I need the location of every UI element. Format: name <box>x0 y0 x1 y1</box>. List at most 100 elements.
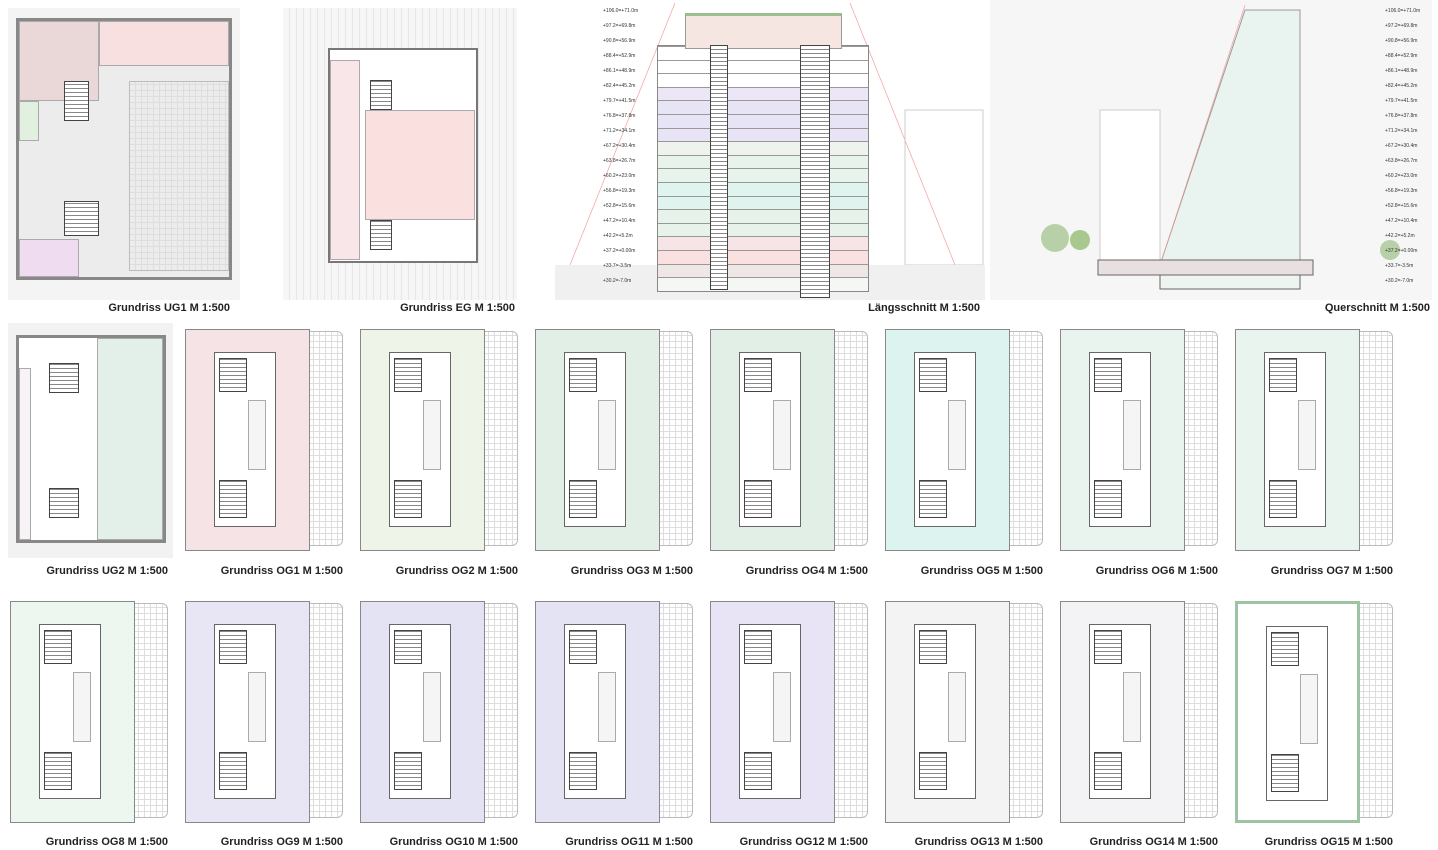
level-label: +56.8=+19.3m <box>603 188 636 194</box>
section-floor <box>658 127 868 142</box>
core <box>569 752 597 790</box>
atrium <box>248 672 266 742</box>
level-label: +37.2=+0.00m <box>603 248 636 254</box>
core <box>219 358 247 392</box>
section-floor <box>658 154 868 169</box>
level-label: +63.8=+26.7m <box>603 158 636 164</box>
cross-section-drawing <box>1041 4 1400 290</box>
plan-og8 <box>8 595 173 830</box>
atrium <box>1298 400 1316 470</box>
caption-og14: Grundriss OG14 M 1:500 <box>1089 836 1218 848</box>
floor-outline <box>1235 601 1360 823</box>
floor-outline <box>885 601 1010 823</box>
section-floor <box>658 182 868 196</box>
level-label: +42.2=+5.2m <box>1385 233 1415 239</box>
level-label: +60.2=+23.0m <box>1385 173 1418 179</box>
level-label: +82.4=+45.2m <box>603 83 636 89</box>
level-label: +88.4=+52.9m <box>603 53 636 59</box>
level-label: +106.0=+71.0m <box>1385 8 1421 14</box>
core <box>1269 358 1297 392</box>
core <box>919 752 947 790</box>
atrium <box>1123 400 1141 470</box>
section-floor <box>658 263 868 278</box>
section-floor <box>658 209 868 223</box>
room-area <box>19 368 31 540</box>
caption-og3: Grundriss OG3 M 1:500 <box>570 565 693 577</box>
level-label: +76.8=+37.8m <box>1385 113 1418 119</box>
core <box>569 630 597 664</box>
floor-outline <box>710 329 835 551</box>
plan-og14 <box>1058 595 1223 830</box>
floor-outline <box>885 329 1010 551</box>
atrium <box>1123 672 1141 742</box>
level-label: +30.2=-7.0m <box>603 278 632 284</box>
floor-outline <box>710 601 835 823</box>
section-floor <box>658 73 868 87</box>
caption-og12: Grundriss OG12 M 1:500 <box>739 836 868 848</box>
plan-og2 <box>358 323 523 558</box>
caption-og13: Grundriss OG13 M 1:500 <box>914 836 1043 848</box>
level-label: +47.2=+10.4m <box>1385 218 1418 224</box>
section-floor <box>658 236 868 250</box>
ug1-floor-outline <box>16 18 232 280</box>
core <box>1269 480 1297 518</box>
plan-og4 <box>708 323 873 558</box>
level-label: +33.7=-3.5m <box>1385 263 1414 269</box>
section-floor <box>658 222 868 237</box>
caption-og15: Grundriss OG15 M 1:500 <box>1264 836 1393 848</box>
floor-outline <box>360 329 485 551</box>
eg-floor-outline <box>328 48 478 263</box>
eg-hall <box>365 110 475 220</box>
caption-eg: Grundriss EG M 1:500 <box>400 302 515 314</box>
level-label: +71.2=+34.1m <box>1385 128 1418 134</box>
level-label: +67.2=+30.4m <box>1385 143 1418 149</box>
atrium <box>773 672 791 742</box>
eg-core <box>370 80 392 110</box>
core <box>394 358 422 392</box>
caption-og4: Grundriss OG4 M 1:500 <box>745 565 868 577</box>
plan-og1 <box>183 323 348 558</box>
level-label: +33.7=-3.5m <box>603 263 632 269</box>
section-floor <box>658 141 868 155</box>
ug1-room-purple <box>19 239 79 277</box>
querschnitt: +106.0=+71.0m+97.2=+69.8m+90.8=+56.9m+88… <box>990 0 1432 300</box>
level-label: +52.8=+15.6m <box>1385 203 1418 209</box>
plan-og7 <box>1233 323 1398 558</box>
caption-og8: Grundriss OG8 M 1:500 <box>45 836 168 848</box>
floor-outline <box>16 335 166 543</box>
section-floor <box>658 114 868 128</box>
plan-og12 <box>708 595 873 830</box>
plan-og11 <box>533 595 698 830</box>
plan-ug1 <box>8 8 240 300</box>
plan-og5 <box>883 323 1048 558</box>
floor-outline <box>360 601 485 823</box>
atrium <box>1300 674 1318 744</box>
plan-eg <box>283 8 517 300</box>
plan-og15 <box>1233 595 1398 830</box>
level-label: +37.2=+0.00m <box>1385 248 1418 254</box>
floor-outline <box>10 601 135 823</box>
level-label: +60.2=+23.0m <box>603 173 636 179</box>
caption-querschnitt: Querschnitt M 1:500 <box>1324 302 1430 314</box>
core <box>1271 632 1299 666</box>
caption-og1: Grundriss OG1 M 1:500 <box>220 565 343 577</box>
core <box>394 630 422 664</box>
caption-ug1: Grundriss UG1 M 1:500 <box>108 302 230 314</box>
atrium <box>423 672 441 742</box>
core <box>44 752 72 790</box>
section-floor <box>658 59 868 74</box>
core <box>49 488 79 518</box>
floor-outline <box>535 329 660 551</box>
caption-og5: Grundriss OG5 M 1:500 <box>920 565 1043 577</box>
level-label: +56.8=+19.3m <box>1385 188 1418 194</box>
core <box>219 752 247 790</box>
plan-og3 <box>533 323 698 558</box>
floor-outline <box>185 601 310 823</box>
core <box>394 480 422 518</box>
core <box>219 480 247 518</box>
atrium <box>598 672 616 742</box>
core <box>569 358 597 392</box>
atrium <box>948 672 966 742</box>
core <box>1094 358 1122 392</box>
caption-og6: Grundriss OG6 M 1:500 <box>1095 565 1218 577</box>
